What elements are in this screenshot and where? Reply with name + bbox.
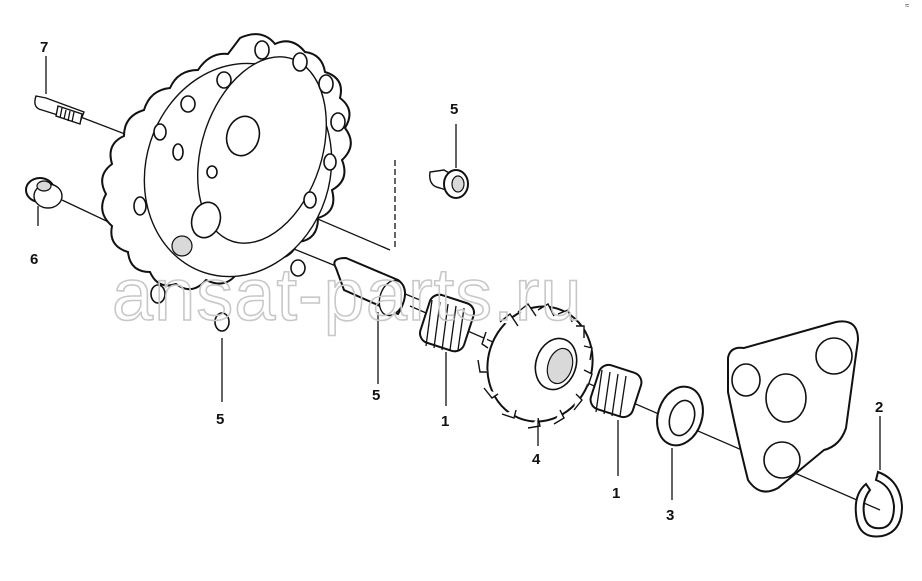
callout-housing: 5 xyxy=(216,411,224,428)
callout-small-pin: 5 xyxy=(450,101,458,118)
small-pin xyxy=(429,169,469,199)
bolt xyxy=(34,95,85,125)
spur-gear xyxy=(477,302,594,429)
needle-bearing-right xyxy=(589,363,643,419)
retainer-plate xyxy=(727,320,860,493)
callout-snap-ring: 2 xyxy=(875,399,883,416)
dowel-pin xyxy=(333,256,406,317)
watermark: ansat-parts.ru xyxy=(112,253,583,336)
thrust-washer xyxy=(656,385,704,447)
callout-gear: 4 xyxy=(532,451,541,468)
needle-bearing-left xyxy=(419,293,475,353)
corner-mark: ≈ xyxy=(905,1,910,10)
drain-plug xyxy=(25,177,63,209)
callout-bearing-right: 1 xyxy=(612,485,620,502)
callout-bearing-left: 1 xyxy=(441,413,449,430)
housing-flange xyxy=(101,33,352,332)
snap-ring xyxy=(854,470,904,538)
callout-leaders xyxy=(37,56,881,500)
callout-plug: 6 xyxy=(30,251,38,268)
callouts: 7 6 5 5 5 1 4 1 3 2 xyxy=(30,39,883,524)
callout-pin: 5 xyxy=(372,387,380,404)
callout-bolt: 7 xyxy=(40,39,48,56)
callout-washer: 3 xyxy=(666,507,674,524)
